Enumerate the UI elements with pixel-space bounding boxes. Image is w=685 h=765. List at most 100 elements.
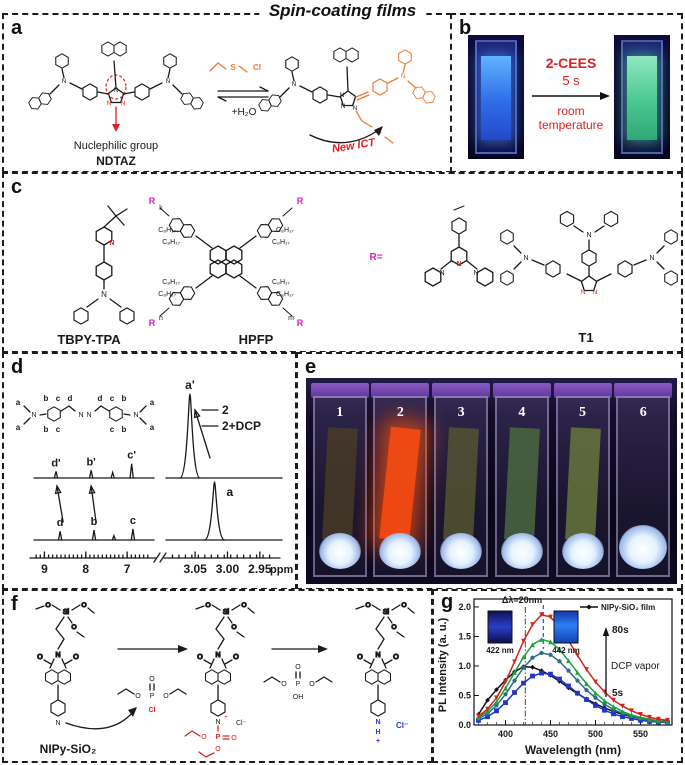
inset-442-label: 442 nm bbox=[552, 646, 580, 655]
n-atom: N bbox=[341, 103, 346, 110]
ndtaz-structure: N N N N N bbox=[27, 42, 204, 168]
inset-photo-422 bbox=[487, 610, 513, 644]
n-atom: N bbox=[133, 412, 138, 419]
c8h17-label: C₈H₁₇ bbox=[162, 239, 180, 246]
h-label-a: a bbox=[150, 423, 155, 432]
h-label-a: a bbox=[16, 423, 21, 432]
y-tick-label: 0.0 bbox=[458, 720, 471, 730]
cuvette-body bbox=[434, 396, 489, 577]
o-atom: O bbox=[215, 746, 221, 753]
h-label-c: c bbox=[110, 394, 115, 403]
time-arrow-head bbox=[602, 627, 610, 636]
cuvette-glass bbox=[621, 40, 663, 154]
n-atom: N bbox=[55, 720, 60, 727]
label-5s: 5s bbox=[612, 688, 624, 699]
panel-g-label: g bbox=[441, 591, 454, 613]
x-axis-title: Wavelength (nm) bbox=[525, 743, 621, 757]
n-atom: N bbox=[649, 255, 654, 262]
r-group-label: R bbox=[149, 196, 156, 206]
cuvette-body bbox=[373, 396, 428, 577]
y-tick-label: 1.0 bbox=[458, 661, 471, 671]
azine-inset-structure: N N N N a a b c b c d d c b c b bbox=[16, 394, 155, 434]
chloride-ion: Cl⁻ bbox=[236, 720, 247, 727]
nmr-spectra-chart: N N N N a a b c b c d d c b c b bbox=[16, 378, 294, 576]
tbpy-name: TBPY-TPA bbox=[57, 332, 121, 347]
x-axis-unit: ppm bbox=[270, 564, 293, 576]
nmr-peak bbox=[129, 463, 134, 479]
o-atom: O bbox=[149, 676, 155, 683]
o-atom: O bbox=[309, 681, 315, 688]
cuvette-number: 1 bbox=[336, 405, 344, 420]
arrow-head bbox=[88, 484, 96, 495]
subscript-k: k bbox=[159, 205, 163, 212]
p-atom: P bbox=[216, 734, 221, 741]
peak-label: a' bbox=[185, 378, 195, 392]
series-line bbox=[478, 652, 668, 723]
y-axis-title: PL Intensity (a. u.) bbox=[437, 617, 449, 712]
chloride-ion: Cl⁻ bbox=[396, 721, 408, 730]
x-tick-label: 7 bbox=[124, 562, 131, 576]
shift-arrow bbox=[56, 485, 64, 523]
film-slide bbox=[564, 427, 601, 541]
x-tick-label: 400 bbox=[498, 729, 513, 739]
n-atom: N bbox=[473, 270, 478, 277]
red-arrow-head bbox=[112, 124, 120, 132]
inset-photo-442 bbox=[553, 610, 579, 644]
green-film-slide bbox=[627, 56, 657, 140]
x-tick-label: 3.05 bbox=[183, 562, 207, 576]
plot-border bbox=[473, 598, 673, 726]
series-markers bbox=[476, 670, 670, 725]
label-dcp-vapor: DCP vapor bbox=[611, 661, 660, 672]
legend-marker bbox=[586, 604, 592, 610]
o-atom: O bbox=[135, 693, 141, 700]
cuvette-cap bbox=[310, 383, 369, 398]
cuvette-body bbox=[312, 396, 367, 577]
panel-b: b 2-CEES 5 s room temperature bbox=[450, 13, 683, 173]
panel-b-label: b bbox=[459, 17, 472, 39]
cotton-wad bbox=[500, 533, 543, 569]
shift-arrow bbox=[194, 409, 211, 459]
n-atom: N bbox=[523, 255, 528, 262]
cotton-wad bbox=[561, 533, 604, 569]
water-label: +H₂O bbox=[232, 107, 257, 118]
shift-arrow bbox=[90, 485, 97, 523]
n-atom: N bbox=[62, 78, 67, 85]
o-atom: O bbox=[231, 735, 237, 742]
y-tick-label: 1.5 bbox=[458, 631, 471, 641]
subscript-m: m bbox=[288, 315, 294, 322]
series-markers bbox=[476, 612, 670, 723]
reaction-conditions: 2-CEES 5 s room temperature bbox=[530, 55, 612, 132]
lone-pair-circle bbox=[105, 74, 127, 100]
h-label-a: a bbox=[16, 398, 21, 407]
n-atom: N bbox=[401, 73, 406, 80]
x-tick-label: 2.95 bbox=[248, 562, 272, 576]
n-atom: N bbox=[586, 232, 591, 239]
inset-422-label: 422 nm bbox=[486, 646, 514, 655]
cuvette-glass bbox=[475, 40, 517, 154]
delta-lambda-label: Δλ=20nm bbox=[502, 595, 542, 605]
o-atom: O bbox=[281, 681, 287, 688]
cuvette-5: 5 bbox=[553, 383, 612, 579]
panel-e-label: e bbox=[305, 356, 317, 378]
nmr-peak bbox=[203, 481, 226, 541]
cuvette-4: 4 bbox=[492, 383, 551, 579]
n-atom: N bbox=[121, 100, 126, 107]
cuvette-number: 6 bbox=[639, 405, 647, 420]
h-label-d: d bbox=[68, 394, 73, 403]
panel-f: f N NIPy-SiO₂ O P O O Cl N + bbox=[2, 589, 433, 763]
hpfp-structure: C₈H₁₇ C₈H₁₇ C₈H₁₇ C₈H₁₇ C₈H₁₇ C₈H₁₇ C₈H₁… bbox=[149, 196, 304, 347]
n-atom: N bbox=[101, 290, 107, 299]
r-equals-label: R= bbox=[369, 252, 382, 263]
cuvette-number: 4 bbox=[518, 405, 526, 420]
y-tick-label: 2.0 bbox=[458, 602, 471, 612]
n-atom: N bbox=[439, 270, 444, 277]
n-atom: N bbox=[166, 78, 171, 85]
nmr-peak bbox=[57, 531, 63, 541]
cuvette-2: 2 bbox=[371, 383, 430, 579]
n-atom: N bbox=[593, 289, 598, 296]
r-group-label: R bbox=[297, 196, 304, 206]
ndtaz-reaction-scheme: N N N N N bbox=[4, 15, 450, 168]
